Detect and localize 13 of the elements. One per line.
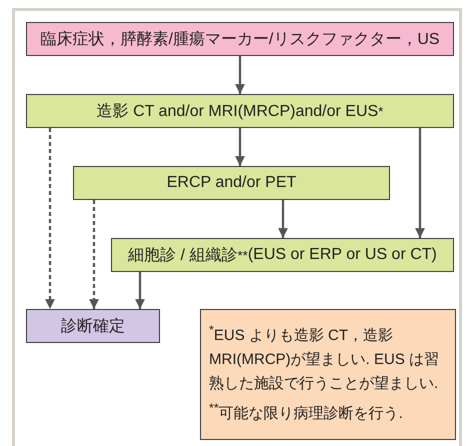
note-text: $^{*}$EUS よりも造影 CT，造影MRI(MRCP)が望ましい. EUS は習熟した施設で行うことが望ましい. — [209, 322, 440, 394]
arrow — [235, 128, 245, 166]
arrow — [278, 200, 288, 238]
process-box: ERCP and/or PET — [73, 166, 390, 200]
result-box: 診断確定 — [26, 309, 160, 343]
arrow — [415, 128, 425, 238]
arrow — [235, 56, 245, 94]
note-text: $^{**}$可能な限り病理診断を行う. — [209, 400, 404, 424]
arrow — [89, 200, 99, 309]
arrow — [45, 128, 55, 309]
arrow — [135, 272, 145, 309]
note-box — [200, 309, 456, 440]
process-box: 臨床症状，膵酵素/腫瘍マーカー/リスクファクター，US — [26, 22, 454, 56]
